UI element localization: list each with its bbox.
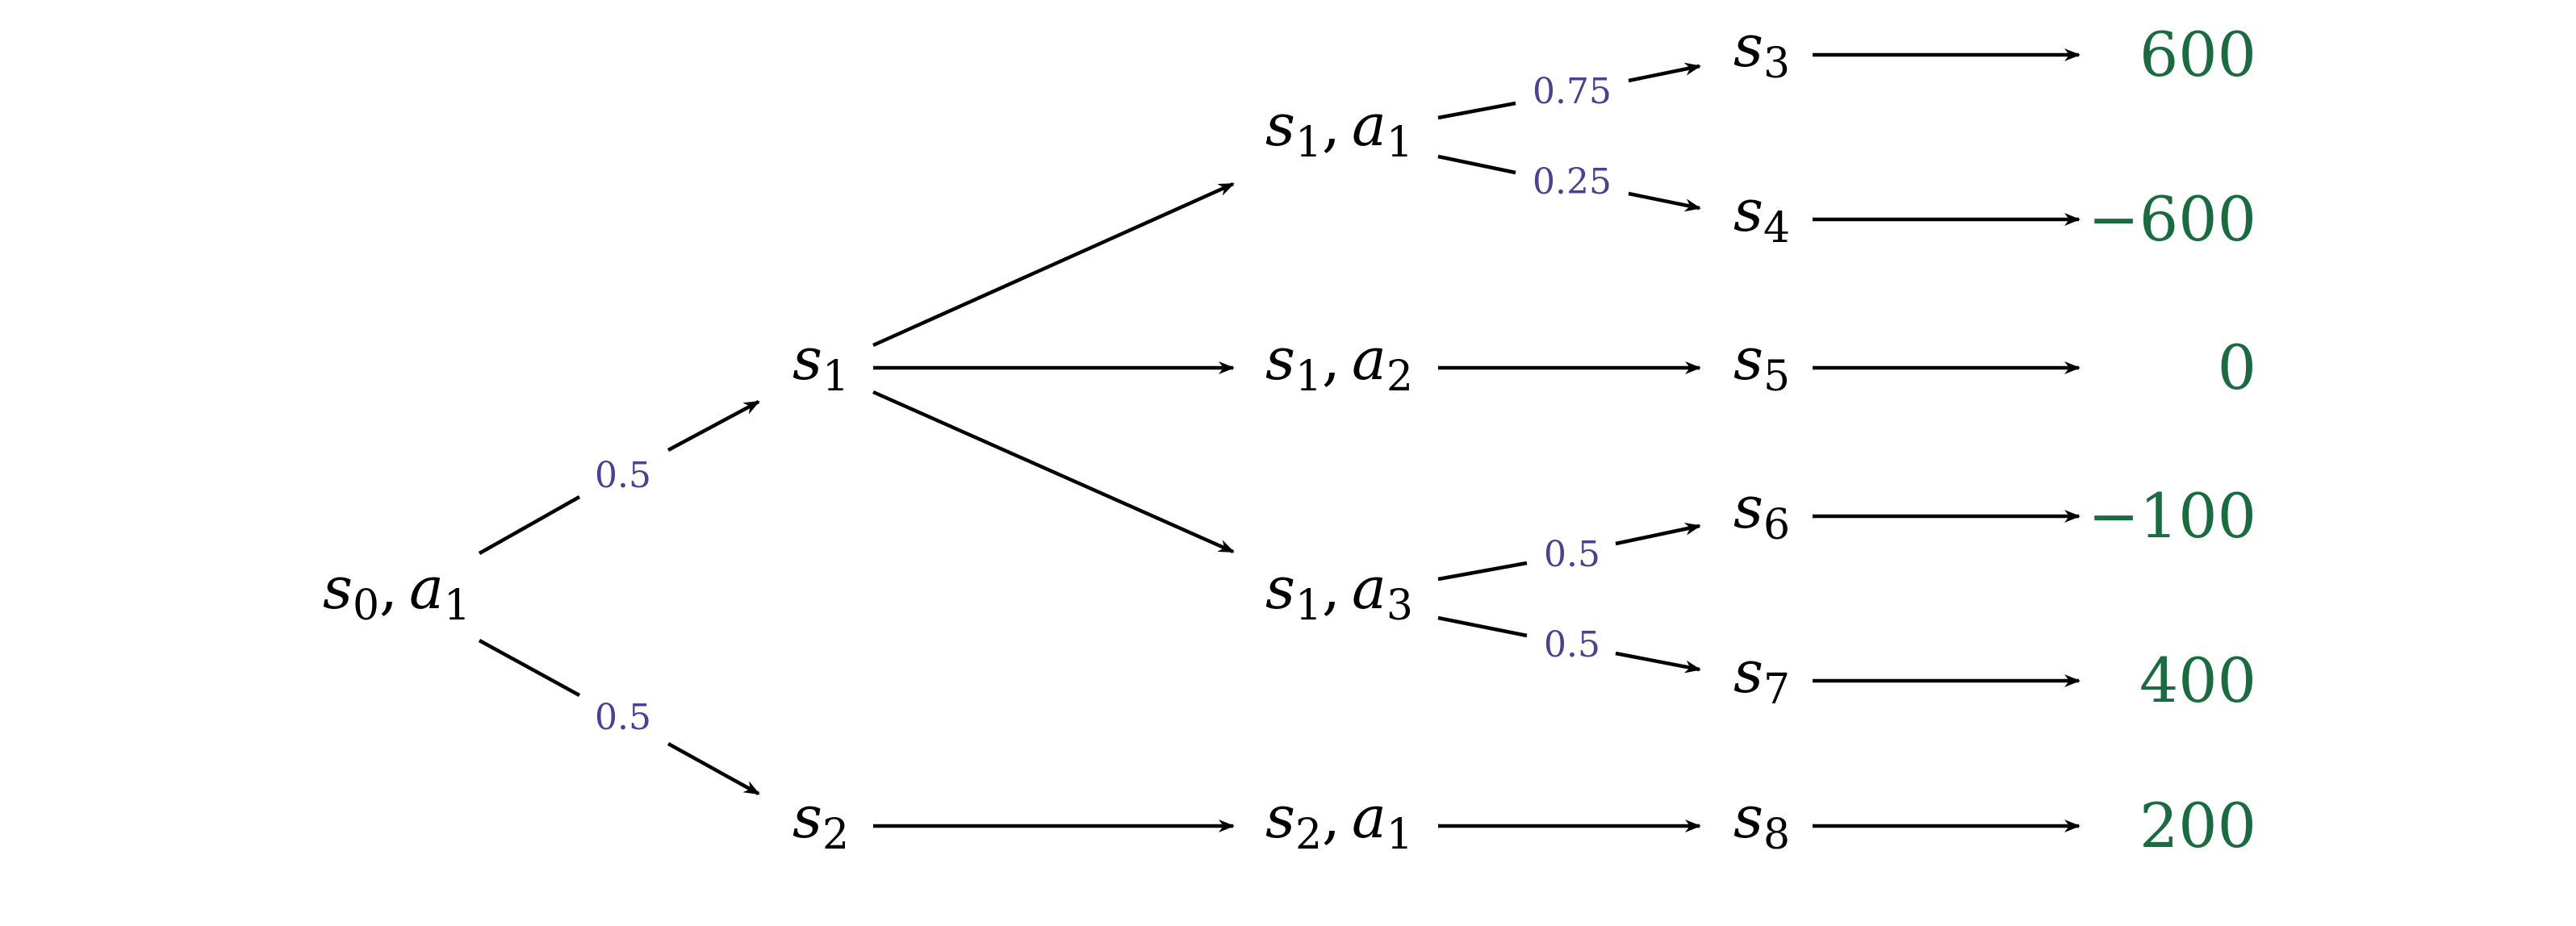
edge-s0a1-s1-tail [478,495,581,555]
edge-s0a1-s2-head [667,742,760,795]
reward-s7: 400 [2139,644,2256,716]
edge-s1-s1a3 [872,390,1235,554]
reward-s5: 0 [2218,332,2256,403]
prob-s1a3-s6: 0.5 [1544,534,1600,575]
node-s7: s7 [1733,638,1790,714]
prob-s1a1-s4: 0.25 [1533,161,1612,202]
node-s1-a1: s1,a1 [1265,91,1413,167]
node-s2-a1: s2,a1 [1265,783,1413,859]
edge-s0a1-s2-tail [478,639,581,697]
node-s1-a2: s1,a2 [1265,325,1413,401]
edge-s1a3-s6-tail [1437,561,1528,582]
prob-s0a1-s1: 0.5 [595,455,651,496]
node-s1-a3: s1,a3 [1265,554,1413,630]
edge-s1a3-s6-head [1615,522,1701,546]
nodes: s0,a1 s1 s2 s1,a1 s1,a2 s1,a3 s2,a1 s3 [323,12,1790,859]
edge-s1a3-s7-head [1615,651,1701,674]
probability-labels: 0.5 0.5 0.75 0.25 0.5 0.5 [595,71,1612,738]
prob-s1a1-s3: 0.75 [1533,71,1612,112]
edge-s0a1-s1-head [667,400,760,452]
edges [478,48,2080,832]
node-s5: s5 [1733,325,1790,401]
edge-s1-s1a1 [872,181,1235,348]
node-s3: s3 [1733,12,1790,88]
edge-s1a1-s3-head [1628,62,1701,83]
node-s0-a1: s0,a1 [323,554,470,630]
prob-s1a3-s7: 0.5 [1544,624,1600,665]
reward-s6: −100 [2088,480,2256,552]
rewards: 600 −600 0 −100 400 200 [2088,19,2256,861]
node-s6: s6 [1733,473,1790,549]
reward-s4: −600 [2088,183,2256,255]
node-s2: s2 [792,783,849,859]
node-s8: s8 [1733,783,1790,859]
edge-s1a3-s7-tail [1437,615,1528,638]
reward-s3: 600 [2139,19,2256,90]
edge-s1a1-s4-tail [1437,154,1516,175]
edge-s1a1-s4-head [1628,191,1701,212]
reward-s8: 200 [2139,790,2256,861]
node-s1: s1 [792,325,849,401]
prob-s0a1-s2: 0.5 [595,697,651,738]
node-s4: s4 [1733,177,1790,252]
edge-s1a1-s3-tail [1437,101,1516,120]
